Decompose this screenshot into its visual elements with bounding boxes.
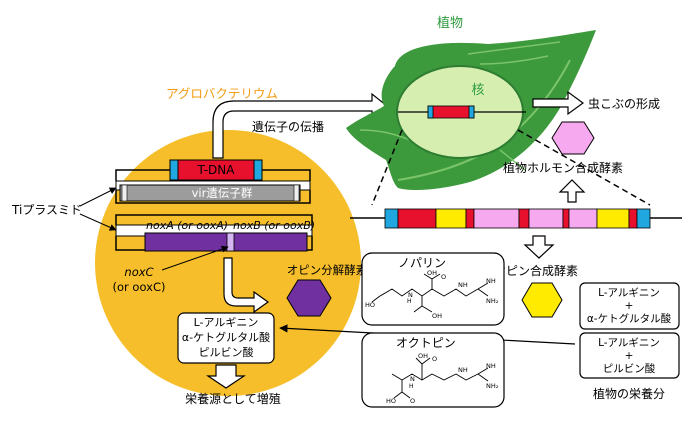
octopine-nh2: NH₂ <box>486 382 499 390</box>
degradation-product-1: L-アルギニン <box>194 316 259 329</box>
plant-label: 植物 <box>437 16 463 31</box>
opine-synthase-label: オピン合成酵素 <box>494 263 578 278</box>
octopine-o: O <box>432 355 437 363</box>
degradation-product-3: ピルビン酸 <box>199 345 254 359</box>
zoomed-t-dna <box>350 208 682 229</box>
nopaline-structure <box>371 273 489 313</box>
t-dna-bar <box>169 159 263 181</box>
integrated-t-dna <box>427 105 475 119</box>
t-dna-label: T-DNA <box>197 163 236 177</box>
octopine-ho: HO <box>386 397 396 405</box>
nox-genes-bar <box>144 232 308 252</box>
degradation-products-box <box>177 312 275 364</box>
plant-hormone-synthase-hexagon <box>551 121 595 155</box>
nutrient-bottom-1: L-アルギニン <box>598 337 660 349</box>
octopine-oh: OH <box>418 352 428 360</box>
noxB-label: noxB (or ooxB) <box>233 219 315 232</box>
octopine-o2: O <box>410 397 415 405</box>
hormone-up-arrow <box>558 179 586 203</box>
nutrient-bottom-plus: + <box>625 350 634 362</box>
plant-hormone-synthase-label: 植物ホルモン合成酵素 <box>503 160 623 175</box>
nutrients-box-top <box>579 282 680 330</box>
degradation-product-2: α-ケトグルタル酸 <box>182 330 270 344</box>
nutrient-top-2: α-ケトグルタル酸 <box>587 312 672 325</box>
octopine-h: H <box>409 383 414 390</box>
vir-genes-bar <box>119 184 301 202</box>
nutrients-box-bottom <box>579 332 680 379</box>
nopaline-nh2: NH₂ <box>486 297 499 305</box>
gall-formation-arrow <box>532 90 585 116</box>
ti-plasmid-label: Tiプラスミド <box>11 203 82 217</box>
opine-degradation-enzyme-hexagon <box>286 279 332 317</box>
noxC-alt-label: (or ooxC) <box>113 280 166 294</box>
gall-formation-label: 虫こぶの形成 <box>588 97 660 111</box>
nutrient-bottom-2: ピルビン酸 <box>603 362 656 375</box>
noxC-segment <box>226 232 235 252</box>
agrobacterium-label: アグロバクテリウム <box>166 86 278 101</box>
octopine-title: オクトピン <box>396 336 456 350</box>
nopaline-n: N <box>408 291 413 299</box>
nopaline-title: ノパリン <box>398 256 446 270</box>
noxC-label: noxC <box>124 265 153 279</box>
nutrient-source-label: 栄養源として増殖 <box>185 391 281 406</box>
nopaline-ho: HO <box>365 301 375 309</box>
opine-degradation-enzyme-label: オピン分解酵素? <box>287 263 374 277</box>
octopine-n: N <box>410 375 415 383</box>
growth-arrow <box>206 364 246 389</box>
nopaline-box <box>361 252 505 326</box>
octopine-structure <box>391 357 489 399</box>
nopaline-oh: OH <box>427 269 437 277</box>
vir-genes-label: vir遺伝子群 <box>192 186 253 200</box>
noxA-label: noxA (or ooxA) <box>146 219 228 232</box>
nucleus-label: 核 <box>471 83 484 98</box>
nopaline-oh2: OH <box>432 312 442 320</box>
nopaline-h: H <box>407 298 412 305</box>
opine-synthase-hexagon <box>521 282 563 318</box>
plant-nutrients-label: 植物の栄養分 <box>593 386 665 401</box>
opine-synthase-arrow <box>523 235 555 259</box>
nutrient-top-plus: + <box>625 300 634 312</box>
nopaline-nh: NH <box>458 281 468 289</box>
nopaline-nh-2: NH <box>486 277 496 285</box>
nopaline-o: O <box>441 273 446 281</box>
gene-transfer-label: 遺伝子の伝播 <box>252 119 324 134</box>
expression-arrow <box>223 257 270 314</box>
octopine-box <box>361 332 505 408</box>
octopine-nh-2: NH <box>486 362 496 370</box>
octopine-nh: NH <box>458 366 468 374</box>
nutrient-top-1: L-アルギニン <box>598 287 660 299</box>
